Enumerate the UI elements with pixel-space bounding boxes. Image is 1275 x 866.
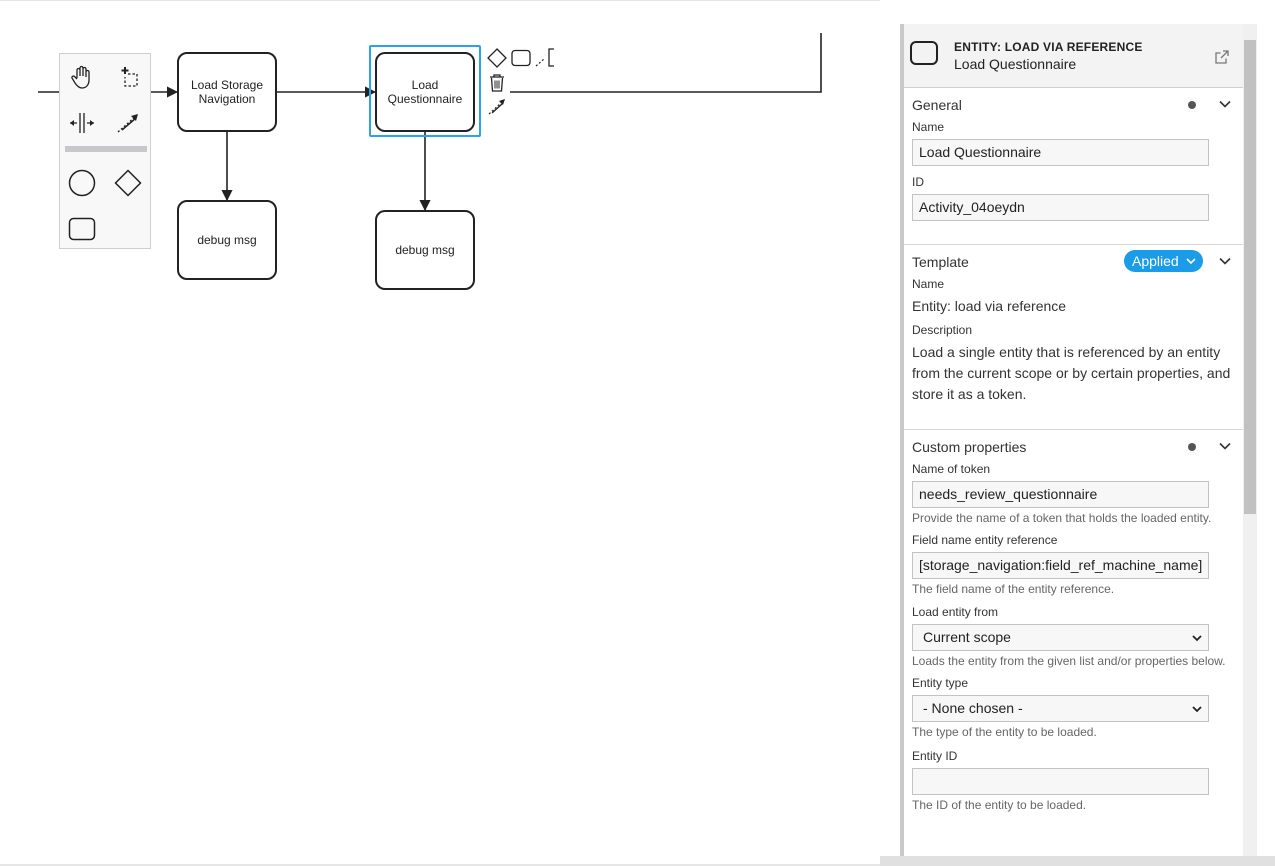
field-label: Name	[912, 120, 945, 134]
task-type-icon	[910, 41, 938, 65]
template-description-value: Load a single entity that is referenced …	[912, 344, 1231, 402]
connect-icon[interactable]	[486, 95, 508, 117]
field-description: The ID of the entity to be loaded.	[912, 798, 1087, 812]
element-type: ENTITY: LOAD VIA REFERENCE	[954, 40, 1143, 54]
append-task-icon[interactable]	[510, 47, 532, 69]
task-debug-msg-2[interactable]: debug msg	[375, 210, 475, 290]
selected-value: - None chosen -	[923, 700, 1023, 716]
group-general-header[interactable]: General	[904, 88, 1243, 120]
external-link-icon[interactable]	[1214, 49, 1230, 65]
lasso-tool-icon[interactable]	[111, 60, 145, 94]
entry-id: ID Activity_04oeydn	[904, 175, 1243, 221]
entry-entity-id: Entity ID The ID of the entity to be loa…	[904, 749, 1243, 814]
field-label: ID	[912, 175, 924, 189]
field-label: Entity type	[912, 676, 969, 690]
group-general: General Name Load Questionnaire ID Activ…	[904, 88, 1243, 245]
canvas-bottom-border	[0, 864, 880, 866]
id-input[interactable]: Activity_04oeydn	[912, 194, 1209, 221]
entry-name: Name Load Questionnaire	[904, 120, 1243, 166]
task-icon[interactable]	[65, 212, 99, 246]
task-load-questionnaire[interactable]: Load Questionnaire	[375, 52, 475, 132]
chevron-down-icon	[1186, 258, 1196, 265]
canvas-top-border	[0, 0, 880, 1]
token-name-input[interactable]: needs_review_questionnaire	[912, 481, 1209, 508]
scrollbar-thumb[interactable]	[1244, 40, 1256, 514]
task-debug-msg-1[interactable]: debug msg	[177, 200, 277, 280]
sequence-flow-outgoing[interactable]	[510, 33, 822, 93]
chevron-down-icon	[1192, 635, 1202, 642]
palette-separator	[65, 146, 147, 152]
append-gateway-icon[interactable]	[486, 47, 508, 69]
field-label: Name	[912, 277, 945, 291]
chevron-down-icon[interactable]	[1218, 97, 1232, 111]
badge-label: Applied	[1132, 253, 1179, 269]
task-label: debug msg	[197, 233, 257, 247]
diagram-canvas[interactable]: Load Storage Navigation Load Questionnai…	[0, 0, 900, 866]
template-name: Name Entity: load via reference	[904, 277, 1243, 317]
group-title: General	[912, 97, 962, 113]
selected-value: Current scope	[923, 629, 1011, 645]
template-description: Description Load a single entity that is…	[904, 323, 1243, 405]
entry-token-name: Name of token needs_review_questionnaire…	[904, 462, 1243, 527]
chevron-down-icon	[1192, 706, 1202, 713]
field-label: Description	[912, 323, 973, 337]
tool-palette	[59, 53, 151, 249]
field-label: Entity ID	[912, 749, 958, 763]
field-name-input[interactable]: [storage_navigation:field_ref_machine_na…	[912, 552, 1209, 579]
data-indicator-dot	[1188, 101, 1196, 109]
properties-panel: ENTITY: LOAD VIA REFERENCE Load Question…	[900, 24, 1243, 866]
template-name-value: Entity: load via reference	[912, 298, 1067, 314]
field-description: Loads the entity from the given list and…	[912, 654, 1226, 668]
task-label: Load Questionnaire	[387, 78, 463, 106]
field-description: Provide the name of a token that holds t…	[912, 511, 1212, 525]
chevron-down-icon[interactable]	[1218, 439, 1232, 453]
field-label: Name of token	[912, 462, 991, 476]
group-custom-header[interactable]: Custom properties	[904, 430, 1243, 462]
panel-header: ENTITY: LOAD VIA REFERENCE Load Question…	[904, 24, 1243, 88]
delete-icon[interactable]	[486, 72, 508, 94]
entry-load-from: Load entity from Current scope Loads the…	[904, 605, 1243, 670]
entity-id-input[interactable]	[912, 768, 1209, 795]
field-label: Load entity from	[912, 605, 999, 619]
group-title: Template	[912, 254, 969, 270]
panel-bottom-bar	[880, 856, 1275, 866]
entry-entity-type: Entity type - None chosen - The type of …	[904, 676, 1243, 741]
append-text-annotation-icon[interactable]	[534, 47, 556, 69]
global-connect-tool-icon[interactable]	[111, 106, 145, 140]
chevron-down-icon[interactable]	[1218, 254, 1232, 268]
element-name: Load Questionnaire	[954, 56, 1077, 72]
load-from-select[interactable]: Current scope	[912, 624, 1209, 651]
hand-tool-icon[interactable]	[65, 60, 99, 94]
start-event-icon[interactable]	[65, 166, 99, 200]
group-template-header[interactable]: Template Applied	[904, 245, 1243, 277]
gateway-icon[interactable]	[111, 166, 145, 200]
task-label: Load Storage Navigation	[190, 78, 264, 106]
template-applied-badge[interactable]: Applied	[1124, 250, 1203, 272]
field-label: Field name entity reference	[912, 533, 1058, 547]
task-label: debug msg	[395, 243, 455, 257]
name-input[interactable]: Load Questionnaire	[912, 139, 1209, 166]
field-description: The type of the entity to be loaded.	[912, 725, 1097, 739]
task-load-storage-navigation[interactable]: Load Storage Navigation	[177, 52, 277, 132]
group-template: Template Applied Name Entity: load via r…	[904, 245, 1243, 430]
entry-field-name: Field name entity reference [storage_nav…	[904, 533, 1243, 598]
space-tool-icon[interactable]	[65, 106, 99, 140]
data-indicator-dot	[1188, 443, 1196, 451]
group-custom-properties: Custom properties Name of token needs_re…	[904, 430, 1243, 814]
entity-type-select[interactable]: - None chosen -	[912, 695, 1209, 722]
group-title: Custom properties	[912, 439, 1027, 455]
field-description: The field name of the entity reference.	[912, 582, 1115, 596]
